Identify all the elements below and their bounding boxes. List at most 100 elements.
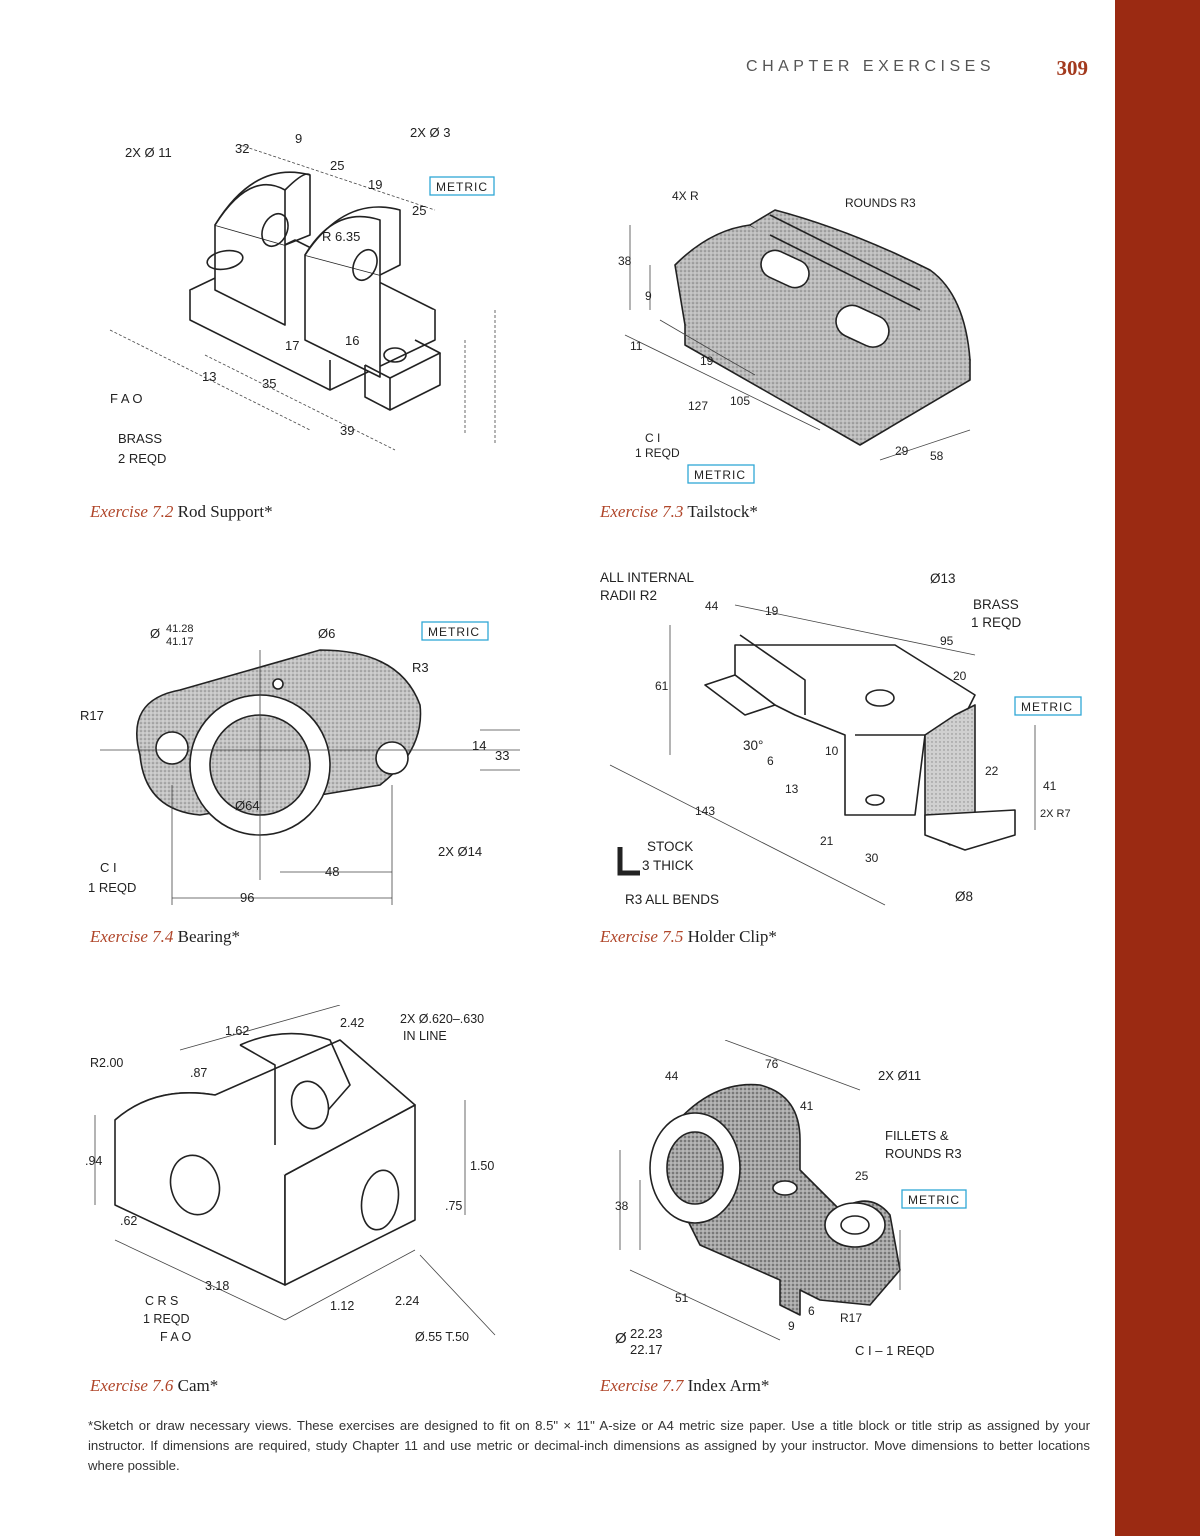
holder-clip-drawing: ALL INTERNAL RADII R2 Ø13 BRASS 1 REQD 4… [600, 570, 1082, 907]
cam-material: C R S [145, 1294, 178, 1308]
tail-dim-38: 38 [618, 254, 632, 268]
cam-dim-212: 1.12 [330, 1299, 354, 1313]
caption-7-7: Exercise 7.7 Index Arm* [600, 1376, 769, 1396]
rod-qty: 2 REQD [118, 451, 166, 466]
rod-dim-25a: 25 [330, 158, 344, 173]
arm-dim-25: 25 [855, 1169, 869, 1183]
clip-metric-tag: METRIC [1021, 700, 1073, 714]
rod-dim-9: 9 [295, 131, 302, 146]
caption-7-2-title: Rod Support* [177, 502, 273, 521]
cam-holes-line1: 2X Ø.620–.630 [400, 1012, 484, 1026]
tail-rounds: ROUNDS R3 [845, 196, 916, 210]
cam-dim-242: 2.42 [340, 1016, 364, 1030]
tail-r4x: 4X R [672, 189, 699, 203]
tail-qty: 1 REQD [635, 446, 680, 460]
figure-tailstock: 4X R ROUNDS R3 38 9 11 19 127 105 29 58 … [600, 170, 1000, 490]
arm-r17: R17 [840, 1311, 862, 1325]
rod-dim-35: 35 [262, 376, 276, 391]
caption-7-5: Exercise 7.5 Holder Clip* [600, 927, 777, 947]
cam-fao: F A O [160, 1330, 192, 1344]
arm-bore-lower: 22.17 [630, 1342, 663, 1357]
cam-dim-162: 1.62 [225, 1024, 249, 1038]
cam-holes-line2: IN LINE [403, 1029, 447, 1043]
caption-7-6: Exercise 7.6 Cam* [90, 1376, 218, 1396]
caption-7-4: Exercise 7.4 Bearing* [90, 927, 240, 947]
arm-fillets-line2: ROUNDS R3 [885, 1146, 962, 1161]
running-head: CHAPTER EXERCISES 309 [600, 56, 1090, 80]
rod-dim-13: 13 [202, 369, 216, 384]
arm-material: C I – 1 REQD [855, 1343, 934, 1358]
caption-7-3-number: Exercise 7.3 [600, 502, 684, 521]
caption-7-3: Exercise 7.3 Tailstock* [600, 502, 758, 522]
rod-metric-tag: METRIC [436, 180, 488, 194]
index-arm-drawing: 76 44 41 2X Ø11 FILLETS & ROUNDS R3 25 3… [615, 1040, 967, 1358]
bearing-r3: R3 [412, 660, 429, 675]
rod-material: BRASS [118, 431, 162, 446]
bearing-drawing: Ø 41.28 41.17 Ø6 R3 R17 14 33 Ø64 2X Ø14… [80, 621, 520, 905]
bearing-qty: 1 REQD [88, 880, 136, 895]
clip-dim-20: 20 [953, 669, 967, 683]
clip-angle: 30° [743, 738, 763, 753]
cam-dim-224: 2.24 [395, 1294, 419, 1308]
chapter-label: CHAPTER EXERCISES [746, 58, 995, 75]
cam-drawing: R2.00 2X Ø.620–.630 IN LINE 1.62 2.42 .8… [85, 1005, 496, 1344]
bearing-holes-14: 2X Ø14 [438, 844, 482, 859]
caption-7-6-number: Exercise 7.6 [90, 1376, 174, 1395]
clip-dim-30: 30 [865, 851, 879, 865]
rod-support-drawing: 2X Ø 11 2X Ø 3 32 9 25 19 25 R 6.35 16 1… [109, 125, 496, 466]
arm-bore-symbol: Ø [615, 1330, 627, 1347]
bearing-metric-tag: METRIC [428, 625, 480, 639]
arm-metric-tag: METRIC [908, 1193, 960, 1207]
bearing-dim-64: Ø64 [235, 798, 260, 813]
cam-dim-87: .87 [190, 1066, 207, 1080]
clip-dim-41: 41 [1043, 779, 1057, 793]
clip-stock-line1: STOCK [647, 839, 693, 854]
tail-material: C I [645, 431, 660, 445]
rod-dim-19: 19 [368, 177, 382, 192]
tail-dim-11: 11 [630, 339, 643, 353]
clip-dim-44: 44 [705, 599, 719, 613]
clip-dim-6: 6 [767, 754, 774, 768]
arm-dim-38: 38 [615, 1199, 629, 1213]
arm-bore-upper: 22.23 [630, 1326, 663, 1341]
clip-dim-61: 61 [655, 679, 669, 693]
bearing-bore-lower: 41.17 [166, 636, 194, 648]
clip-radii-line1: ALL INTERNAL [600, 570, 695, 585]
rod-holes-left-label: 2X Ø 11 [125, 145, 172, 160]
clip-dim-10: 10 [825, 744, 839, 758]
bearing-dim-96: 96 [240, 890, 254, 905]
clip-dim-95: 95 [940, 634, 954, 648]
rod-dim-16: 16 [345, 333, 359, 348]
tail-dim-9: 9 [645, 289, 652, 303]
clip-dim-21: 21 [820, 834, 834, 848]
rod-dim-32: 32 [235, 141, 249, 156]
rod-holes-right-label: 2X Ø 3 [410, 125, 450, 140]
caption-7-2-number: Exercise 7.2 [90, 502, 174, 521]
clip-stock-line2: 3 THICK [642, 858, 694, 873]
clip-dim-19: 19 [765, 604, 779, 618]
caption-7-7-title: Index Arm* [687, 1376, 770, 1395]
arm-dim-9: 9 [788, 1319, 795, 1333]
arm-dim-51: 51 [675, 1291, 689, 1305]
rod-dim-17: 17 [285, 338, 299, 353]
rod-dim-r635: R 6.35 [322, 229, 360, 244]
cam-dim-94: .94 [85, 1154, 102, 1168]
bearing-r17: R17 [80, 708, 104, 723]
tail-metric-tag: METRIC [694, 468, 746, 482]
caption-7-3-title: Tailstock* [687, 502, 758, 521]
rod-dim-25b: 25 [412, 203, 426, 218]
bearing-bore-symbol: Ø [150, 626, 160, 641]
caption-7-5-number: Exercise 7.5 [600, 927, 684, 946]
caption-7-5-title: Holder Clip* [687, 927, 777, 946]
tail-dim-29: 29 [895, 444, 909, 458]
caption-7-4-number: Exercise 7.4 [90, 927, 174, 946]
cam-r200: R2.00 [90, 1056, 123, 1070]
cam-dim-318: 3.18 [205, 1279, 229, 1293]
arm-holes-11: 2X Ø11 [878, 1068, 921, 1083]
tail-dim-19: 19 [700, 354, 714, 368]
rod-fao: F A O [110, 391, 143, 406]
caption-7-4-title: Bearing* [177, 927, 240, 946]
arm-dim-41: 41 [800, 1099, 814, 1113]
arm-dim-44: 44 [665, 1069, 679, 1083]
figure-bearing: Ø 41.28 41.17 Ø6 R3 R17 14 33 Ø64 2X Ø14… [80, 610, 530, 915]
